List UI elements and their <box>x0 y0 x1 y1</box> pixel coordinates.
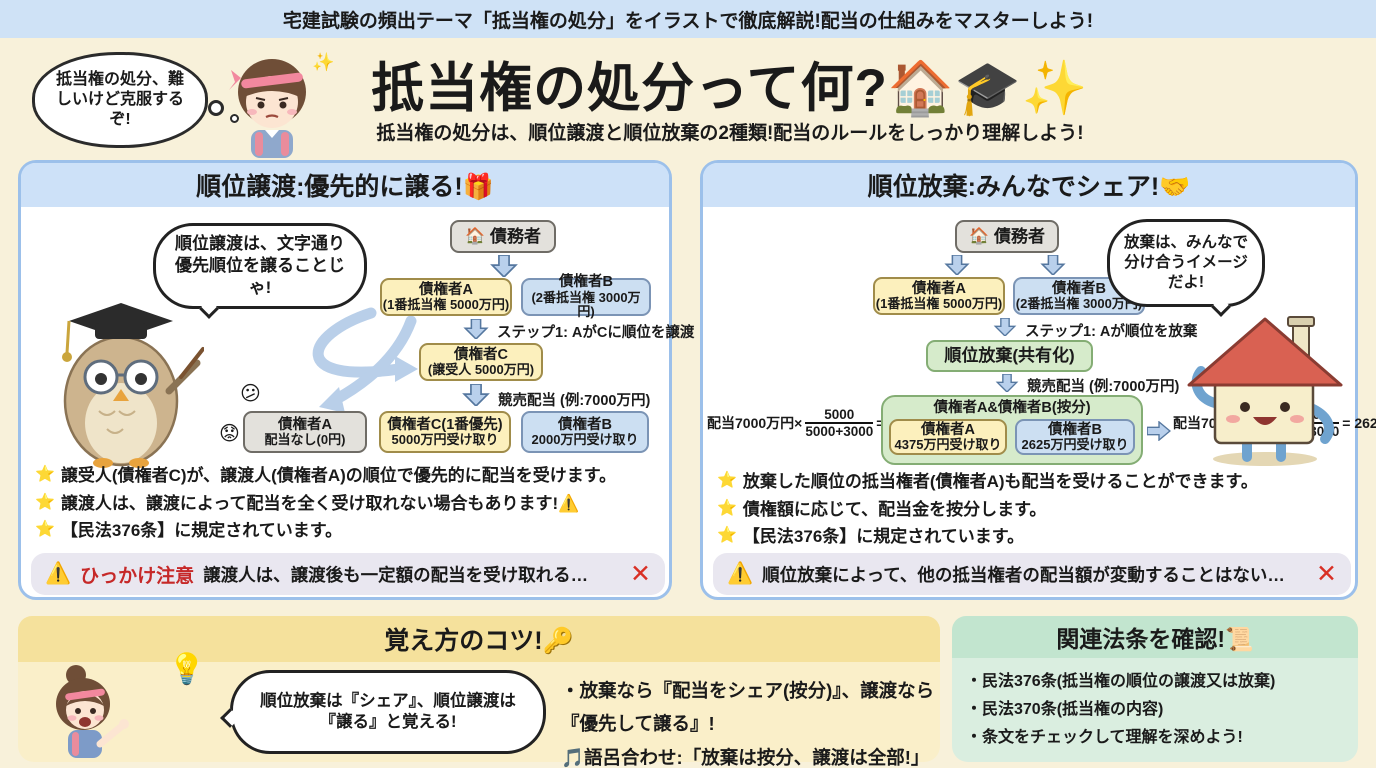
down-arrow-icon <box>1040 255 1066 275</box>
creditor-b-box: 債権者B (2番抵当権 3000万円) <box>1013 277 1145 315</box>
trap-text: 順位放棄によって、他の抵当権者の配当額が変動することはない… <box>762 564 1285 585</box>
formula-left: 配当7000万円× 5000 5000+3000 = <box>707 407 884 439</box>
point-text: 【民法376条】に規定されています。 <box>60 521 343 540</box>
owl-teacher-illustration <box>62 303 204 468</box>
key-point: ⭐ 放棄した順位の抵当権者(債権者A)も配当を受けることができます。 <box>717 469 1349 495</box>
trap-text: 譲渡人は、譲渡後も一定額の配当を受け取れる… <box>203 564 589 585</box>
banner-text: 宅建試験の頻出テーマ「抵当権の処分」をイラストで徹底解説!配当の仕組みをマスター… <box>282 10 1094 32</box>
house-icon: 🏠 <box>465 227 485 245</box>
top-banner: 宅建試験の頻出テーマ「抵当権の処分」をイラストで徹底解説!配当の仕組みをマスター… <box>0 0 1376 38</box>
star-icon: ⭐ <box>35 466 55 483</box>
star-icon: ⭐ <box>35 493 55 511</box>
down-arrow-icon <box>462 384 490 406</box>
transfer-panel-title: 順位譲渡:優先的に譲る!🎁 <box>21 163 669 207</box>
waiver-box: 順位放棄(共有化) <box>926 340 1093 372</box>
share-title: 債権者A&債権者B(按分) <box>933 400 1091 416</box>
point-text: 譲受人(債権者C)が、譲渡人(債権者A)の順位で優先的に配当を受けます。 <box>60 466 617 485</box>
memory-line: ・放棄なら『配当をシェア(按分)』、譲渡なら『優先して譲る』! <box>561 680 935 735</box>
memory-line: 🎵語呂合わせ:「放棄は按分、譲渡は全部!」🎶 <box>561 746 930 768</box>
creditor-b-box: 債権者B (2番抵当権 3000万円) <box>521 274 651 319</box>
law-card-title: 関連法条を確認!📜 <box>952 616 1358 658</box>
waiver-panel: 順位放棄:みんなでシェア!🤝 🏠 債務者 債権者A (1番抵当権 5000万円)… <box>700 160 1376 600</box>
thought-bubble: 抵当権の処分、難しいけど克服するぞ! <box>32 52 208 148</box>
memory-card-title: 覚え方のコツ!🔑 <box>18 616 940 662</box>
owl-speech-bubble: 順位譲渡は、文字通り優先順位を譲ることじゃ! <box>153 223 367 319</box>
law-item: ・民法370条(抵当権の内容) <box>966 701 1164 718</box>
point-text: 【民法376条】に規定されています。 <box>742 527 1025 546</box>
share-a-box: 債権者A 4375万円受け取り <box>889 419 1007 456</box>
auction-label: 競売配当 (例:7000万円) <box>498 393 651 409</box>
step1-label: ステップ1: Aが順位を放棄 <box>1025 324 1198 340</box>
creditor-c-box: 債権者C (譲受人 5000万円) <box>419 343 543 381</box>
creditor-a-box: 債権者A (1番抵当権 5000万円) <box>380 278 512 316</box>
waiver-trap-warning: ⚠️ 順位放棄によって、他の抵当権者の配当額が変動することはない… ✕ <box>713 553 1351 595</box>
point-text: 債権額に応じて、配当金を按分します。 <box>742 499 1047 519</box>
down-arrow-icon <box>490 255 518 277</box>
page-subtitle: 抵当権の処分は、順位譲渡と順位放棄の2種類!配当のルールをしっかり理解しよう! <box>376 123 1084 144</box>
fraction: 5000 5000+3000 <box>805 407 874 439</box>
lightbulb-icon: 💡 <box>168 653 206 686</box>
key-point: ⭐ 債権額に応じて、配当金を按分します。 <box>717 497 1349 523</box>
house-character-illustration <box>1187 316 1343 466</box>
down-arrow-icon <box>944 255 970 275</box>
sad-face-icon: 😕 <box>240 383 261 405</box>
result-a-box: 債権者A 配当なし(0円) <box>243 411 367 453</box>
point-text: 放棄した順位の抵当権者(債権者A)も配当を受けることができます。 <box>742 472 1258 491</box>
house-speech-bubble: 放棄は、みんなで分け合うイメージだよ! <box>1107 219 1265 317</box>
step1-label: ステップ1: AがCに順位を譲渡 <box>497 325 695 341</box>
key-point: ⭐ 譲渡人は、譲渡によって配当を全く受け取れない場合もあります!⚠️ <box>35 491 667 517</box>
memory-speech-bubble: 順位放棄は『シェア』、順位譲渡は『譲る』と覚える! <box>220 670 546 754</box>
creditor-a-box: 債権者A (1番抵当権 5000万円) <box>873 277 1005 315</box>
transfer-key-points: ⭐ 譲受人(債権者C)が、譲渡人(債権者A)の順位で優先的に配当を受けます。 ⭐… <box>35 463 667 546</box>
key-point: ⭐ 譲受人(債権者C)が、譲渡人(債権者A)の順位で優先的に配当を受けます。 <box>35 463 667 489</box>
page-title: 抵当権の処分って何?🏠🎓✨ <box>371 59 1089 118</box>
warning-icon: ⚠️ <box>727 562 754 585</box>
student-girl-illustration <box>229 59 306 158</box>
memory-lines: ・放棄なら『配当をシェア(按分)』、譲渡なら『優先して譲る』! 🎵語呂合わせ:「… <box>561 674 941 768</box>
thought-bubble-trail <box>230 114 239 123</box>
auction-label: 競売配当 (例:7000万円) <box>1027 379 1180 395</box>
cross-icon: ✕ <box>1316 560 1337 588</box>
waiver-panel-title: 順位放棄:みんなでシェア!🤝 <box>703 163 1355 207</box>
law-list: ・民法376条(抵当権の順位の譲渡又は放棄) ・民法370条(抵当権の内容) ・… <box>952 658 1358 762</box>
star-icon: ⭐ <box>717 499 737 517</box>
memory-card: 覚え方のコツ!🔑 💡 順位放棄は『シェア』、順位譲渡は『譲る』と覚える! ・放棄… <box>18 616 940 768</box>
key-point: ⭐ 【民法376条】に規定されています。 <box>717 524 1349 550</box>
point-text: 譲渡人は、譲渡によって配当を全く受け取れない場合もあります!⚠️ <box>60 493 580 513</box>
down-arrow-icon <box>463 319 489 339</box>
down-arrow-icon <box>995 374 1019 392</box>
debtor-box: 🏠 債務者 <box>955 220 1059 253</box>
waiver-key-points: ⭐ 放棄した順位の抵当権者(債権者A)も配当を受けることができます。 ⭐ 債権額… <box>717 469 1349 552</box>
right-arrow-icon <box>1147 421 1171 441</box>
star-icon: ⭐ <box>717 472 737 489</box>
house-icon: 🏠 <box>969 227 989 245</box>
sad-face-icon: 😟 <box>219 423 240 445</box>
transfer-trap-warning: ⚠️ ひっかけ注意 譲渡人は、譲渡後も一定額の配当を受け取れる… ✕ <box>31 553 665 595</box>
warning-icon: ⚠️ <box>45 562 72 585</box>
law-card: 関連法条を確認!📜 ・民法376条(抵当権の順位の譲渡又は放棄) ・民法370条… <box>952 616 1358 762</box>
star-icon: ⭐ <box>35 521 55 538</box>
thought-bubble-trail <box>208 100 224 116</box>
law-item: ・条文をチェックして理解を深めよう! <box>966 729 1243 746</box>
share-b-box: 債権者B 2625万円受け取り <box>1015 419 1135 456</box>
debtor-box: 🏠 債務者 <box>450 220 556 253</box>
transfer-panel: 順位譲渡:優先的に譲る!🎁 順位譲渡は、文字通り優先順位を譲ることじゃ! <box>18 160 694 600</box>
law-item: ・民法376条(抵当権の順位の譲渡又は放棄) <box>966 673 1276 690</box>
bubble-tail <box>220 708 240 728</box>
memory-girl-illustration <box>56 665 129 758</box>
star-icon: ⭐ <box>717 527 737 544</box>
result-c-box: 債権者C(1番優先) 5000万円受け取り <box>379 411 511 453</box>
down-arrow-icon <box>993 318 1017 336</box>
trap-label: ひっかけ注意 <box>80 565 195 587</box>
key-point: ⭐ 【民法376条】に規定されています。 <box>35 518 667 544</box>
share-group-box: 債権者A&債権者B(按分) 債権者A 4375万円受け取り 債権者B 2625万… <box>881 395 1143 465</box>
result-b-box: 債権者B 2000万円受け取り <box>521 411 649 453</box>
cross-icon: ✕ <box>630 560 651 588</box>
sparkle-icon: ✨ <box>312 52 335 72</box>
